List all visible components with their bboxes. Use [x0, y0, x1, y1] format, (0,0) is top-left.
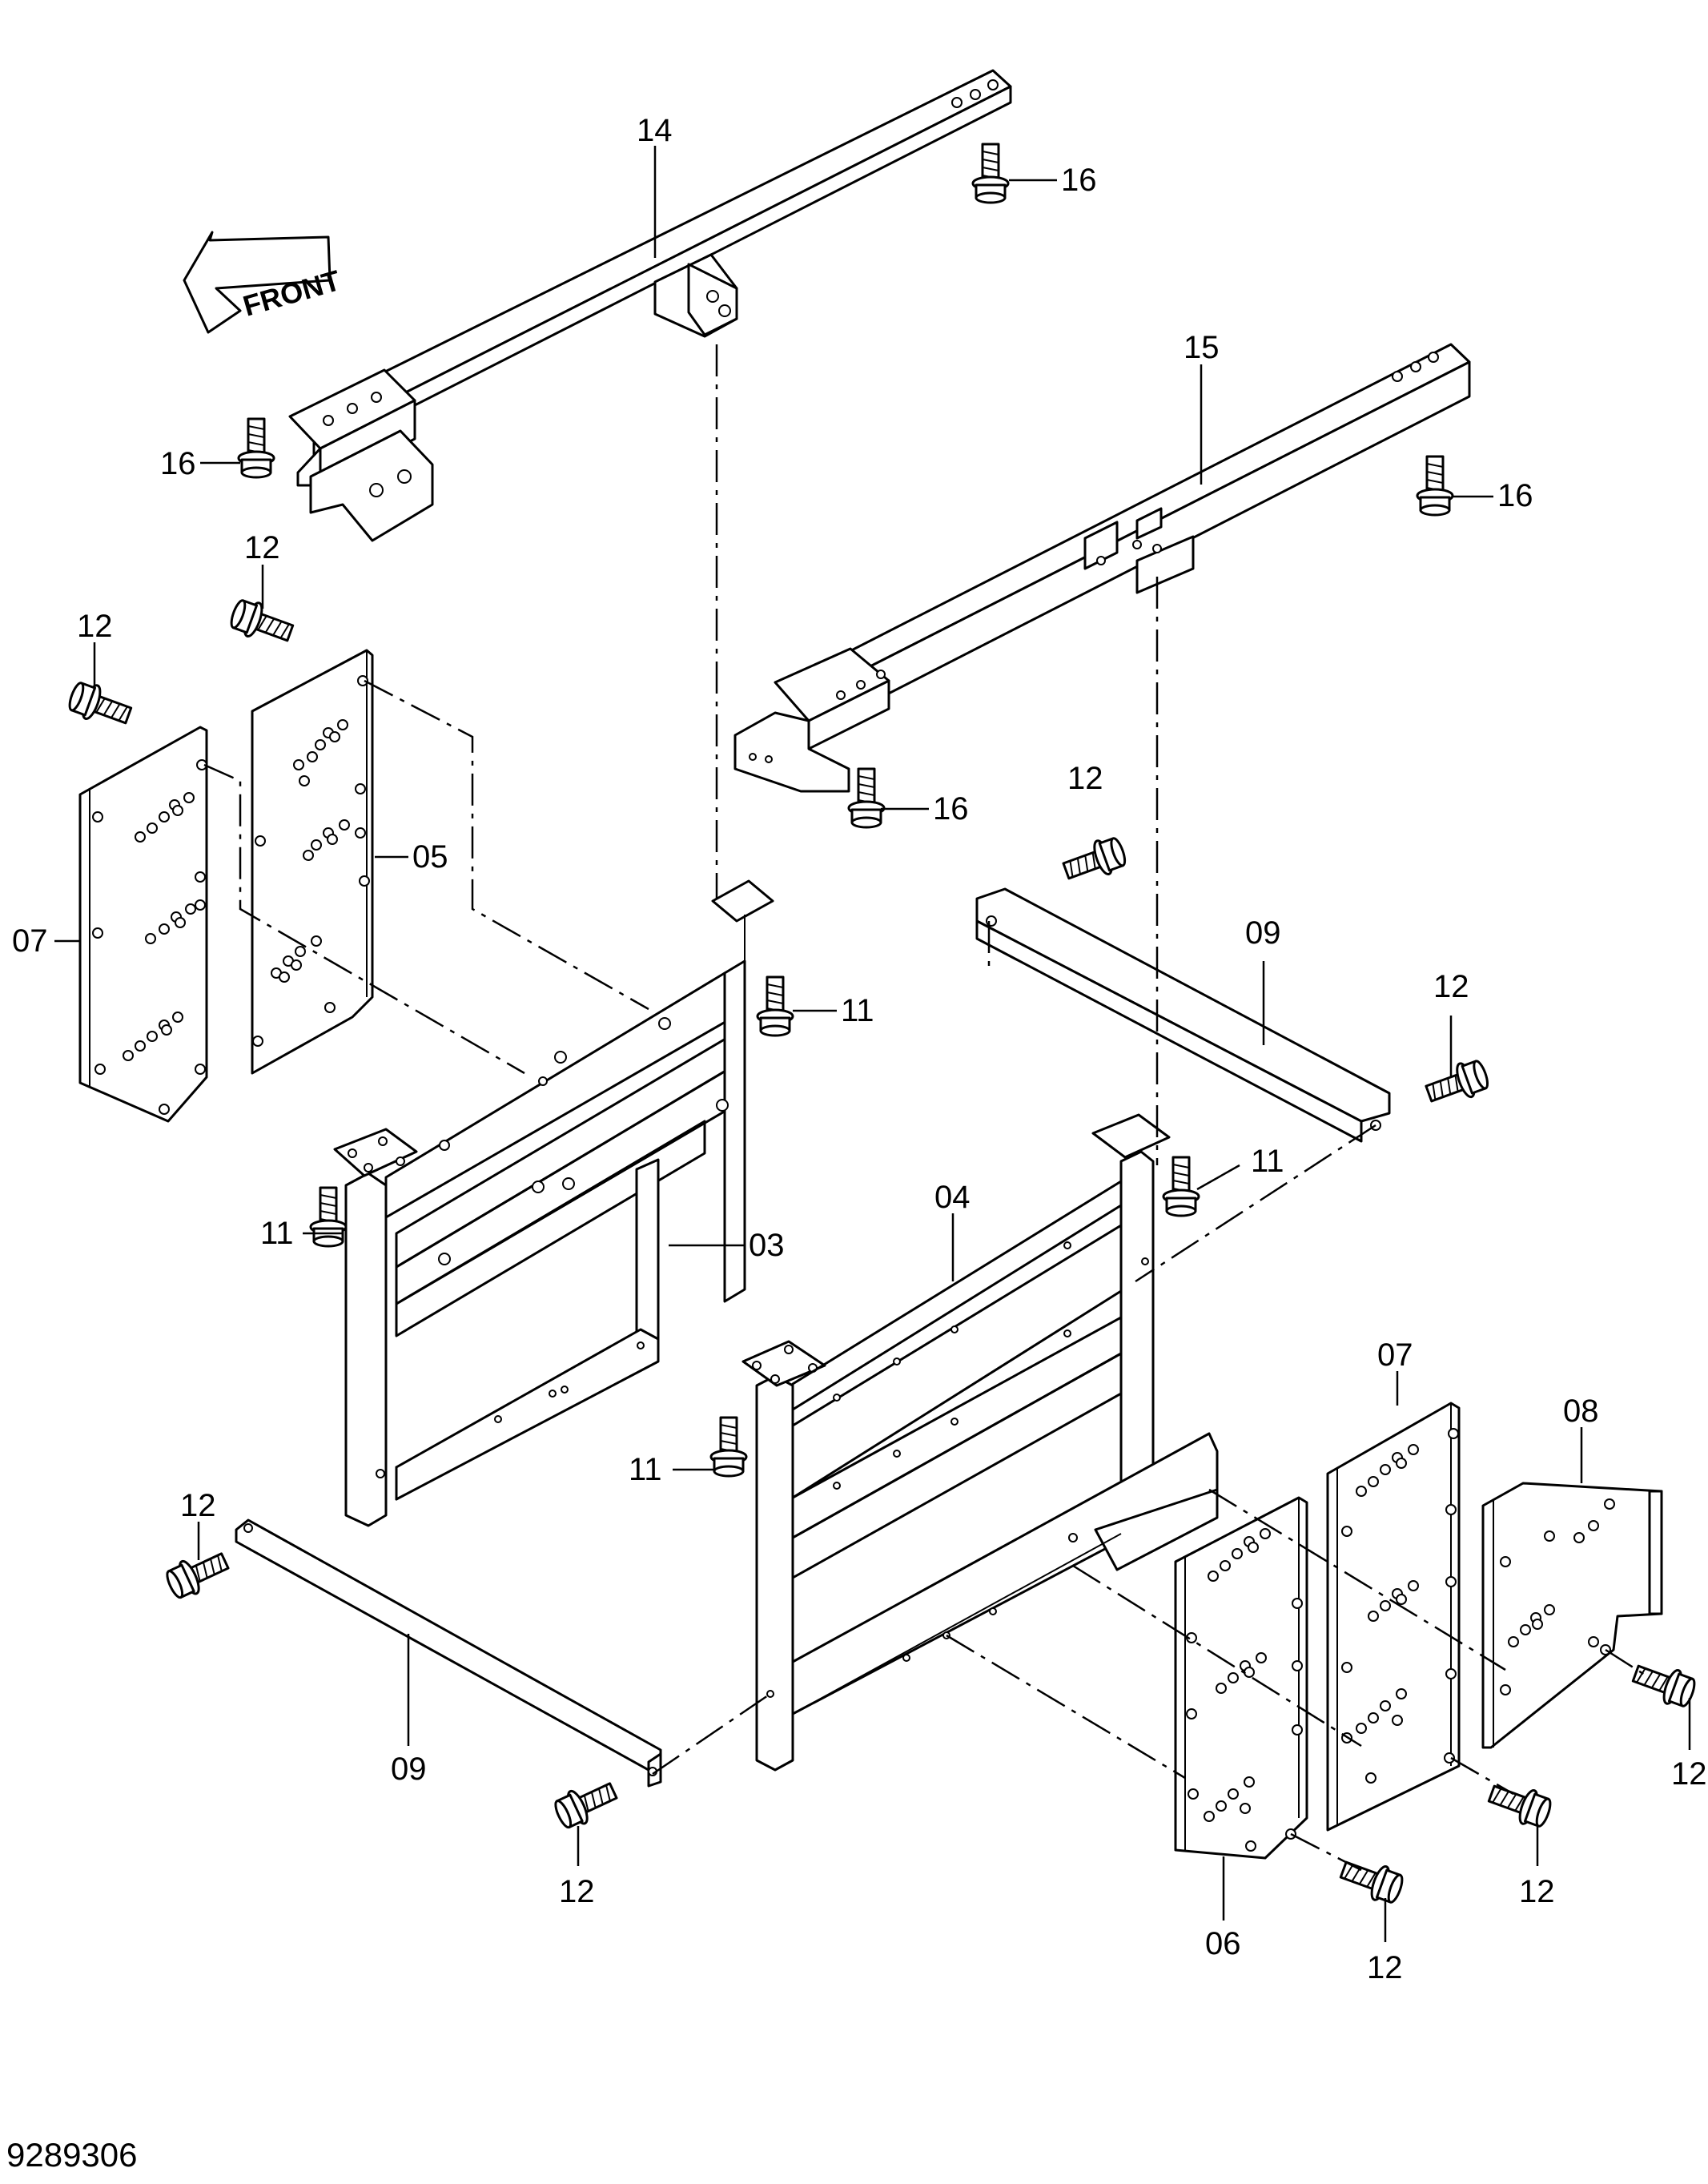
bolt-11-lower: [709, 1416, 748, 1478]
callout-12b: 12: [77, 609, 113, 644]
bolt-12-plate-08: [1628, 1655, 1700, 1712]
bolt-12-bar-lower-right: [550, 1773, 622, 1834]
callout-16b: 16: [160, 446, 196, 481]
callout-05: 05: [412, 839, 448, 875]
assembly-lines: [203, 344, 1650, 1872]
bolt-12-plate-06: [1336, 1852, 1408, 1908]
callout-12g: 12: [559, 1874, 595, 1909]
part-03-frame: [333, 879, 774, 1527]
part-07-left-holes: [92, 759, 207, 1115]
callout-11b: 11: [260, 1216, 294, 1251]
callout-12i: 12: [1367, 1950, 1403, 1985]
callout-03: 03: [749, 1228, 785, 1263]
part-08-plate: [1481, 1482, 1663, 1749]
part-09-bar-lower: [235, 1518, 662, 1788]
document-id: 9289306: [6, 2136, 138, 2174]
callout-16d: 16: [933, 791, 969, 827]
callout-16c: 16: [1497, 478, 1533, 513]
part-06-holes: [1186, 1528, 1303, 1852]
part-09-bar-upper: [975, 887, 1391, 1143]
callout-14: 14: [637, 113, 673, 148]
part-15-beam: [733, 343, 1471, 793]
bolt-11-left: [309, 1186, 348, 1248]
bolt-16-top-left: [237, 417, 275, 479]
callout-labels: 14 16 16 15 16 16 12 12 05 07 11 12 09 1…: [12, 113, 1707, 1985]
part-07-plate-right: [1326, 1402, 1461, 1832]
callout-15: 15: [1184, 330, 1220, 365]
callout-12d: 12: [1433, 969, 1469, 1004]
bolt-12-left: [64, 677, 136, 734]
bolt-16-right: [1416, 455, 1454, 517]
bolt-11-mid: [756, 975, 794, 1037]
bolt-16-mid: [847, 767, 886, 829]
callout-12h: 12: [1519, 1874, 1555, 1909]
part-05-holes: [252, 675, 370, 1047]
callout-11a: 11: [841, 993, 874, 1028]
callout-09a: 09: [1245, 915, 1281, 951]
bolt-11-right: [1162, 1156, 1200, 1217]
callout-12e: 12: [180, 1488, 216, 1523]
callout-08: 08: [1563, 1394, 1599, 1429]
callout-12c: 12: [1067, 761, 1103, 796]
callout-06: 06: [1205, 1926, 1241, 1961]
callout-04: 04: [934, 1180, 971, 1215]
part-14-beam: [288, 69, 1012, 542]
part-07-right-holes: [1341, 1428, 1459, 1784]
bolt-12-bar-upper-right: [1421, 1055, 1493, 1112]
bolt-12-plate-07: [1484, 1776, 1556, 1832]
callout-12a: 12: [244, 530, 280, 565]
bolt-16-top-right: [971, 143, 1010, 204]
bolt-12-bar-upper-left: [1059, 832, 1130, 889]
callout-12f: 12: [1671, 1756, 1707, 1792]
part-07-plate-left: [78, 726, 208, 1123]
callout-09b: 09: [391, 1752, 427, 1787]
front-arrow: FRONT: [183, 231, 344, 334]
callout-11c: 11: [1251, 1144, 1284, 1179]
part-05-plate: [251, 649, 374, 1075]
callout-16a: 16: [1061, 163, 1097, 198]
callout-11d: 11: [629, 1452, 662, 1487]
part-04-frame: [741, 1113, 1219, 1772]
leader-lines: [54, 146, 1691, 1942]
part-06-plate: [1174, 1496, 1308, 1860]
callout-07b: 07: [1377, 1337, 1413, 1373]
callout-07a: 07: [12, 923, 48, 959]
